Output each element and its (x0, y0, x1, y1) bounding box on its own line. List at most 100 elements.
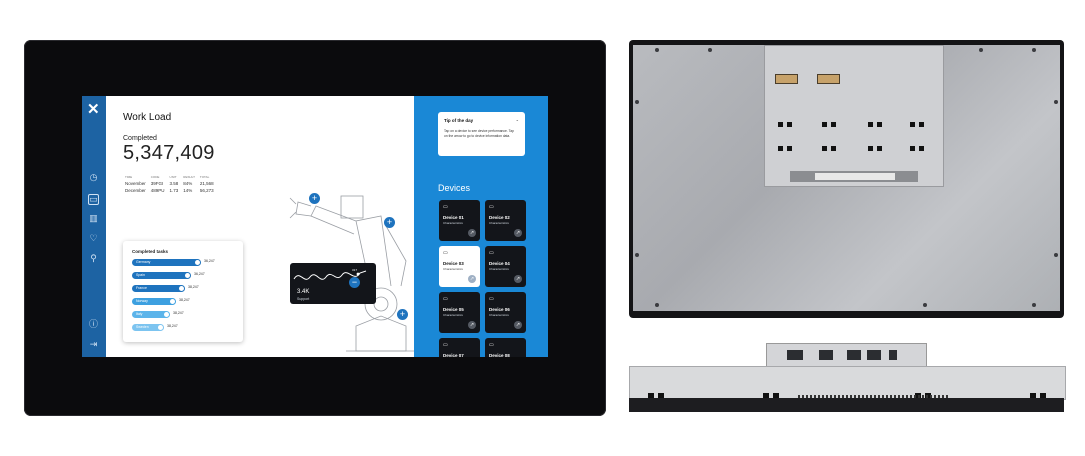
table-cell: November (125, 181, 146, 186)
device-name: Device 08 (489, 353, 510, 357)
device-name: Device 04 (489, 261, 510, 266)
vent-slot (831, 122, 836, 127)
ethernet-port (847, 350, 861, 360)
task-label: Norway (136, 299, 148, 303)
device-subtitle: Characteristics (443, 313, 463, 317)
table-header: UNIT (169, 175, 177, 179)
device-icon: ▭ (443, 296, 448, 302)
table-header: CODE (150, 175, 160, 179)
tip-text: Tap on a device to see device performanc… (444, 129, 514, 138)
device-name: Device 06 (489, 307, 510, 312)
chevron-down-icon[interactable]: ⌄ (515, 117, 519, 122)
completed-label: Completed (123, 135, 157, 142)
support-sparkline-card[interactable]: 317 3.4K Support (290, 263, 376, 304)
arrow-icon[interactable]: ↗ (514, 321, 522, 329)
table-cell: 56,273 (199, 188, 214, 193)
robot-arm-illustration (289, 195, 414, 352)
vent-slot (868, 146, 873, 151)
device-tile[interactable]: ▭ Device 08 (485, 338, 526, 357)
vent-slot (778, 122, 783, 127)
zoom-plus-button[interactable]: + (397, 309, 408, 320)
clock-icon[interactable]: ◷ (89, 172, 98, 182)
compute-module (764, 45, 944, 187)
screw-hole (635, 100, 639, 104)
tip-title: Tip of the day (444, 118, 474, 123)
device-subtitle: Characteristics (489, 221, 509, 225)
task-value: 36,247 (204, 259, 215, 263)
vent-slot (868, 122, 873, 127)
arrow-icon[interactable]: ↗ (514, 229, 522, 237)
arrow-icon[interactable]: ↗ (468, 229, 476, 237)
screw-hole (1054, 100, 1058, 104)
zoom-plus-button[interactable]: + (384, 217, 395, 228)
product-label (815, 173, 895, 180)
device-name: Device 01 (443, 215, 464, 220)
info-icon[interactable]: ⓘ (88, 319, 98, 329)
workload-table: TIME CODE UNIT RESULT TOTAL November 39F… (125, 174, 219, 194)
table-cell: 1.73 (169, 188, 179, 193)
location-icon[interactable]: ⚲ (90, 253, 97, 263)
task-progress-bar: Norway (132, 298, 176, 305)
table-cell: 21,568 (199, 181, 214, 186)
table-header: TIME (125, 175, 133, 179)
arrow-icon[interactable]: ↗ (514, 275, 522, 283)
task-progress-bar: Germany (132, 259, 201, 266)
screw-hole (1054, 253, 1058, 257)
screw-hole (708, 48, 712, 52)
device-name: Device 03 (443, 261, 464, 266)
usb-port (889, 350, 897, 360)
table-header: TOTAL (199, 175, 210, 179)
device-icon: ▭ (489, 342, 494, 348)
task-value: 38,247 (188, 285, 199, 289)
progress-knob (179, 286, 184, 291)
vent-slot (658, 393, 664, 399)
zoom-minus-button[interactable]: − (349, 277, 360, 288)
screw-hole (1032, 48, 1036, 52)
hdmi-port (817, 74, 840, 84)
arrow-icon[interactable]: ↗ (468, 321, 476, 329)
vent-slot (877, 122, 882, 127)
logout-icon[interactable]: ⇥ (89, 339, 98, 349)
task-label: Sweden (136, 325, 149, 329)
rear-plate (633, 45, 1060, 311)
screw-hole (979, 48, 983, 52)
zoom-plus-button[interactable]: + (309, 193, 320, 204)
vent-slot (822, 146, 827, 151)
vent-slot (648, 393, 654, 399)
building-icon[interactable]: ▥ (89, 213, 98, 223)
device-tile[interactable]: ▭Device 07 (439, 338, 480, 357)
device-subtitle: Characteristics (489, 267, 509, 271)
vent-slot (877, 146, 882, 151)
x-logo-icon[interactable]: ✕ (87, 101, 100, 118)
bottom-housing (629, 366, 1066, 401)
sparkline-value: 3.4K (297, 289, 310, 295)
vent-slot (919, 122, 924, 127)
device-subtitle: Characteristics (443, 267, 463, 271)
screw-hole (655, 303, 659, 307)
ethernet-port (819, 350, 833, 360)
device-name: Device 02 (489, 215, 510, 220)
table-row: December 489PU 1.73 14% 56,273 (125, 187, 219, 194)
tip-card[interactable]: Tip of the day ⌄ Tap on a device to see … (438, 112, 525, 156)
vent-slot (919, 146, 924, 151)
panel-icon[interactable]: ▭ (88, 194, 99, 205)
table-row: November 39FGI 3.58 84% 21,568 (125, 180, 219, 187)
table-cell: 3.58 (169, 181, 179, 186)
vent-slot (763, 393, 769, 399)
device-subtitle: Characteristics (489, 313, 509, 317)
heart-icon[interactable]: ♡ (89, 233, 98, 243)
arrow-icon[interactable]: ↗ (468, 275, 476, 283)
device-subtitle: Characteristics (443, 221, 463, 225)
